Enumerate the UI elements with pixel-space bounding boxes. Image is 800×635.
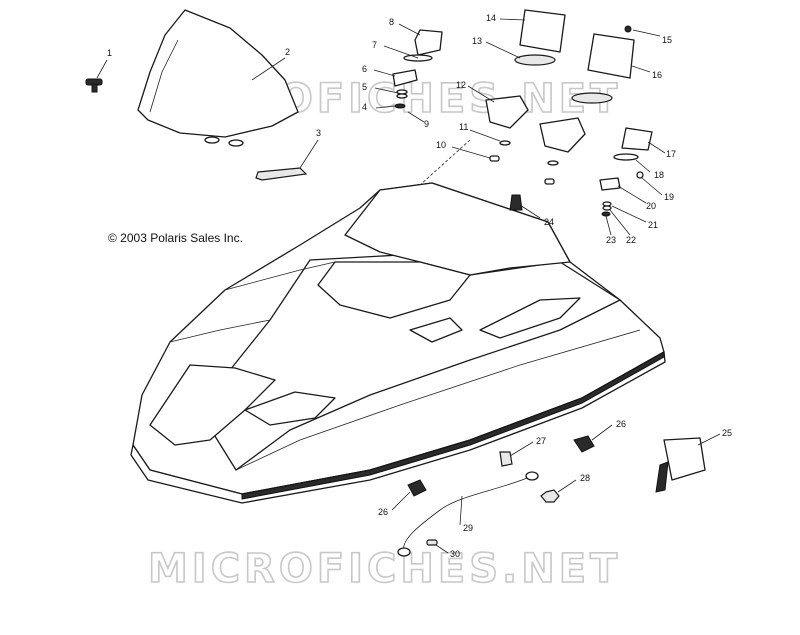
hood-contour-line-3 [169,319,271,343]
part-17-gauge-cap [621,127,653,151]
part-8-gauge-cap [414,29,443,56]
hood-vent-left [149,364,276,446]
callout-26-left: 26 [378,507,388,517]
callout-10: 10 [436,140,446,150]
callout-27: 27 [536,436,546,446]
part-20-bracket [599,177,621,191]
part-11-connectors [499,140,559,166]
callout-21: 21 [648,220,658,230]
part-23-washer [601,211,611,217]
callout-15: 15 [662,35,672,45]
part-13-lens-left [514,54,556,66]
part-14-gauge-cap [519,9,566,53]
callout-22: 22 [626,235,636,245]
hood-contour-line-2 [224,261,336,291]
callout-23: 23 [606,235,616,245]
callout-25: 25 [722,428,732,438]
part-24-plug [509,194,523,211]
hood-assembly [130,182,666,504]
part-19-clip [636,171,644,179]
part-29-tether-cable [403,475,533,553]
callout-18: 18 [654,170,664,180]
callout-30: 30 [450,549,460,559]
callout-7: 7 [372,40,377,50]
windshield [137,9,299,138]
callout-26-right: 26 [616,419,626,429]
callout-1: 1 [107,48,112,58]
callout-2: 2 [285,47,290,57]
callout-24: 24 [544,217,554,227]
callout-4: 4 [362,102,367,112]
watermark-bottom: MICROFICHES.NET [148,546,621,592]
part-4-washer [394,103,406,109]
part-10-bulbs [489,155,555,185]
part-26-grommet-right [573,435,595,453]
callout-14: 14 [486,13,496,23]
hood-side-vent [479,297,581,339]
hood-trim-strip [241,351,665,500]
callout-19: 19 [664,192,674,202]
part-5-spring [396,89,408,99]
part-28-nut [540,489,560,503]
part-13-lens-right [571,92,613,104]
callout-28: 28 [580,473,590,483]
part-18-seal [613,153,639,161]
windshield-tab-right [228,139,244,147]
callout-12: 12 [456,80,466,90]
windshield-tab-left [204,136,220,144]
callout-8: 8 [389,17,394,27]
part-12-housing-left [485,95,529,129]
part-16-gauge-cap [587,33,635,79]
hood-contour-line-1 [235,329,641,471]
callout-labels: 1 2 3 4 5 6 7 8 9 10 11 12 13 14 15 16 1… [107,13,732,559]
leader-lines [96,18,721,554]
copyright-notice: © 2003 Polaris Sales Inc. [108,231,243,245]
dash-recess [317,261,471,319]
part-12-housing-right [539,117,586,153]
part-3-handle [255,167,308,181]
callout-29: 29 [463,523,473,533]
hood-scoop [409,317,463,343]
callout-6: 6 [362,64,367,74]
part-29-eyelet-top [525,471,539,481]
part-15-screw [624,25,632,33]
hood-vent-center [244,391,336,426]
callout-16: 16 [652,70,662,80]
part-27-bolt [499,451,513,467]
callout-5: 5 [362,82,367,92]
callout-13: 13 [472,36,482,46]
callout-9: 9 [424,119,429,129]
part-29-eyelet-bottom [397,547,411,557]
callout-3: 3 [316,128,321,138]
part-25-mirror [663,437,706,481]
callout-17: 17 [666,149,676,159]
part-1-screw [85,78,103,93]
windshield-mount-dash [344,182,571,276]
callout-20: 20 [646,201,656,211]
windshield-inner-edge [149,39,179,113]
part-25-mirror-arm [655,461,669,493]
part-21-spring [602,201,612,211]
part-30-pin [426,539,438,546]
part-6-bracket [392,69,418,87]
part-26-grommet-left [407,479,427,497]
callout-11: 11 [459,122,468,132]
